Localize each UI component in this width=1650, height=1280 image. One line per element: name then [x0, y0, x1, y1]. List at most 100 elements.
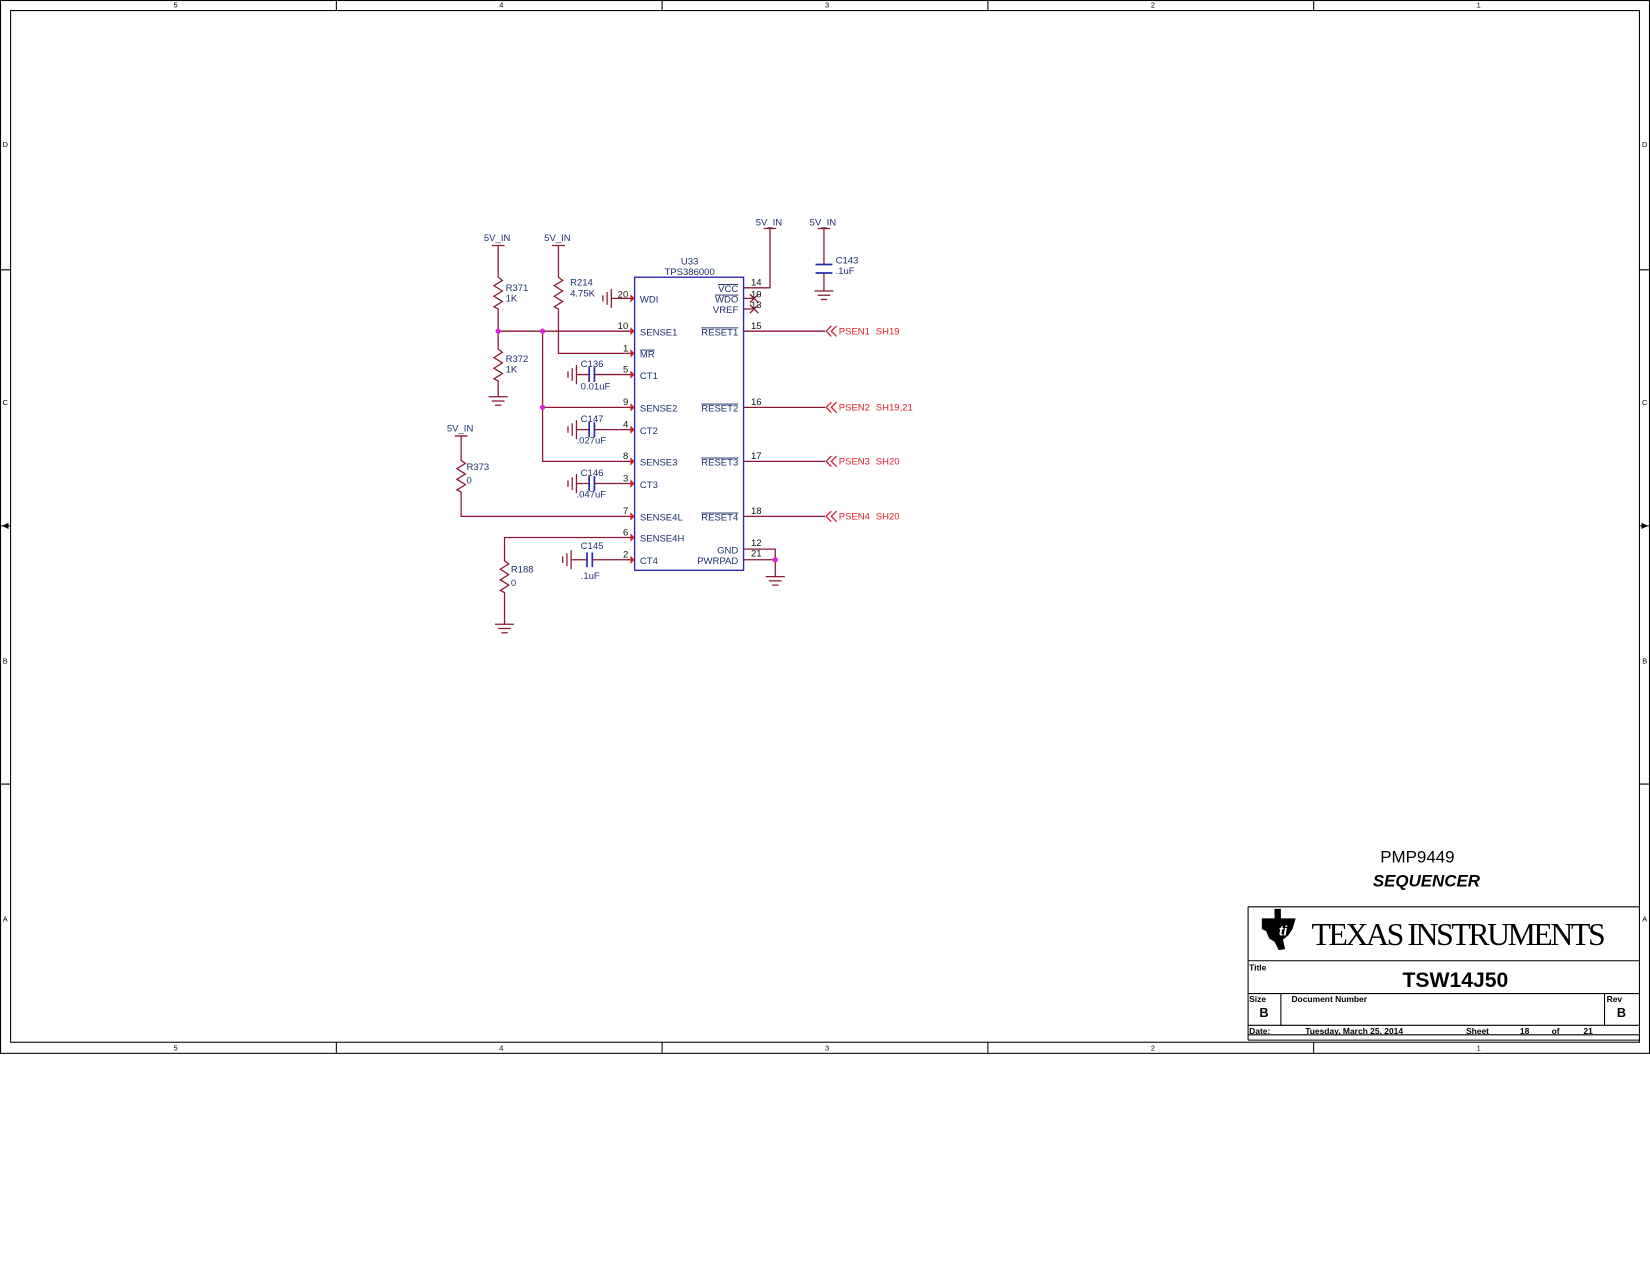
size-label: Size: [1249, 994, 1266, 1004]
rev-label: Rev: [1607, 994, 1623, 1004]
title-value: TSW14J50: [1403, 969, 1509, 992]
pin-number: 9: [623, 397, 628, 408]
col-label: 4: [499, 1044, 503, 1053]
net-name[interactable]: PSEN3: [839, 457, 870, 468]
pin-name: WDI: [640, 295, 658, 306]
pin-name: RESET1: [701, 327, 738, 338]
pin-number: 18: [751, 506, 762, 517]
chip-u33[interactable]: U33 TPS386000 WDI 20 SENSE1 10 MR 1 CT1 …: [618, 257, 763, 572]
resistor-ref[interactable]: R372: [506, 354, 529, 365]
left-pins: WDI 20 SENSE1 10 MR 1 CT1 5 SENSE2 9 CT2…: [618, 289, 685, 567]
capacitor-labels: C143 .1uF C136 0.01uF C147 .027uF C146 .…: [576, 255, 858, 581]
pin-name: PWRPAD: [697, 556, 738, 567]
row-label: D: [3, 140, 8, 149]
resistor-value: 0: [511, 578, 516, 589]
col-label: 3: [825, 0, 829, 9]
resistor-value: 1K: [506, 294, 518, 305]
resistor-value: 4.75K: [570, 288, 596, 299]
pin-number: 15: [751, 321, 762, 332]
net-name[interactable]: PSEN1: [839, 326, 870, 337]
net-sheet-ref: SH19,21: [876, 403, 913, 414]
pin-name: SENSE2: [640, 404, 678, 415]
pin-name: SENSE3: [640, 458, 678, 469]
pin-name: WDO: [715, 295, 738, 306]
capacitor-value: .027uF: [576, 435, 606, 446]
junction-dots: [495, 328, 778, 563]
svg-text:ti: ti: [1279, 923, 1289, 938]
pin-name: GND: [717, 545, 738, 556]
pin-number: 20: [618, 289, 629, 300]
wires: [454, 227, 834, 634]
pin-name: CT1: [640, 371, 658, 382]
net-sheet-ref: SH19: [876, 326, 900, 337]
rev-value: B: [1617, 1006, 1626, 1020]
pin-name: VCC: [718, 284, 738, 295]
title-block: ti Texas Instruments Title TSW14J50 Size…: [1247, 906, 1640, 1041]
pin-number: 16: [751, 397, 762, 408]
resistor-ref[interactable]: R214: [570, 278, 593, 289]
ti-logo-icon: ti: [1261, 908, 1296, 951]
resistor-value: 1K: [506, 364, 518, 375]
pin-name: MR: [640, 350, 655, 361]
resistor-labels: R371 1K R372 1K R214 4.75K R373 0 R188 0: [466, 278, 595, 590]
pin-number: 5: [623, 364, 628, 375]
function-note: SEQUENCER: [1373, 872, 1481, 891]
power-label: 5V_IN: [810, 217, 837, 228]
net-name[interactable]: PSEN2: [839, 403, 870, 414]
pin-name: SENSE1: [640, 327, 678, 338]
date-value: Tuesday, March 25, 2014: [1305, 1026, 1403, 1036]
capacitor-ref[interactable]: C145: [581, 541, 604, 552]
capacitor-plates: [586, 263, 833, 568]
resistor-ref[interactable]: R373: [466, 462, 489, 473]
pin-number: 4: [623, 419, 629, 430]
sheet-label: Sheet: [1466, 1026, 1489, 1036]
col-label: 2: [1151, 1044, 1155, 1053]
capacitor-value: .1uF: [581, 571, 600, 582]
resistor-ref[interactable]: R188: [511, 564, 534, 575]
offpage-connectors: [825, 325, 838, 523]
pin-arrows: [630, 294, 635, 564]
pin-number: 8: [623, 451, 628, 462]
size-value: B: [1259, 1006, 1268, 1020]
title-label: Title: [1249, 962, 1267, 972]
row-label: C: [1642, 398, 1648, 407]
pin-name: RESET3: [701, 458, 738, 469]
net-sheet-ref: SH20: [876, 512, 900, 523]
pin-name: SENSE4L: [640, 513, 683, 524]
capacitor-value: 0.01uF: [581, 381, 611, 392]
net-name[interactable]: PSEN4: [839, 512, 871, 523]
row-label: A: [1642, 915, 1647, 924]
pin-number: 7: [623, 506, 628, 517]
pin-name: VREF: [713, 305, 739, 316]
sheet-total: 21: [1583, 1026, 1593, 1036]
power-label: 5V_IN: [756, 217, 783, 228]
capacitor-ref[interactable]: C146: [581, 468, 604, 479]
company-name: Texas Instruments: [1312, 917, 1606, 952]
col-label: 2: [1151, 0, 1155, 9]
pin-name: RESET2: [701, 404, 738, 415]
capacitor-ref[interactable]: C136: [581, 359, 604, 370]
power-label: 5V_IN: [544, 233, 571, 244]
row-label: B: [1642, 656, 1647, 665]
sheet-border: [0, 0, 1650, 1054]
pin-name: CT4: [640, 556, 659, 567]
pin-number: 19: [751, 289, 762, 300]
power-label: 5V_IN: [447, 424, 474, 435]
project-note: PMP9449: [1380, 847, 1454, 866]
pin-number: 21: [751, 549, 762, 560]
capacitor-ref[interactable]: C147: [581, 414, 604, 425]
pin-name: SENSE4H: [640, 534, 685, 545]
pin-number: 6: [623, 527, 628, 538]
pin-number: 14: [751, 278, 762, 289]
pin-number: 2: [623, 550, 628, 561]
chip-ref: U33: [681, 257, 698, 268]
row-label: B: [3, 656, 8, 665]
row-label: A: [3, 915, 8, 924]
of-label: of: [1552, 1026, 1560, 1036]
pin-number: 17: [751, 451, 762, 462]
resistor-ref[interactable]: R371: [506, 283, 529, 294]
right-pins: VCC 14 WDO 19 VREF 13 RESET1 15 RESET2 1…: [697, 278, 762, 567]
capacitor-ref[interactable]: C143: [836, 255, 859, 266]
